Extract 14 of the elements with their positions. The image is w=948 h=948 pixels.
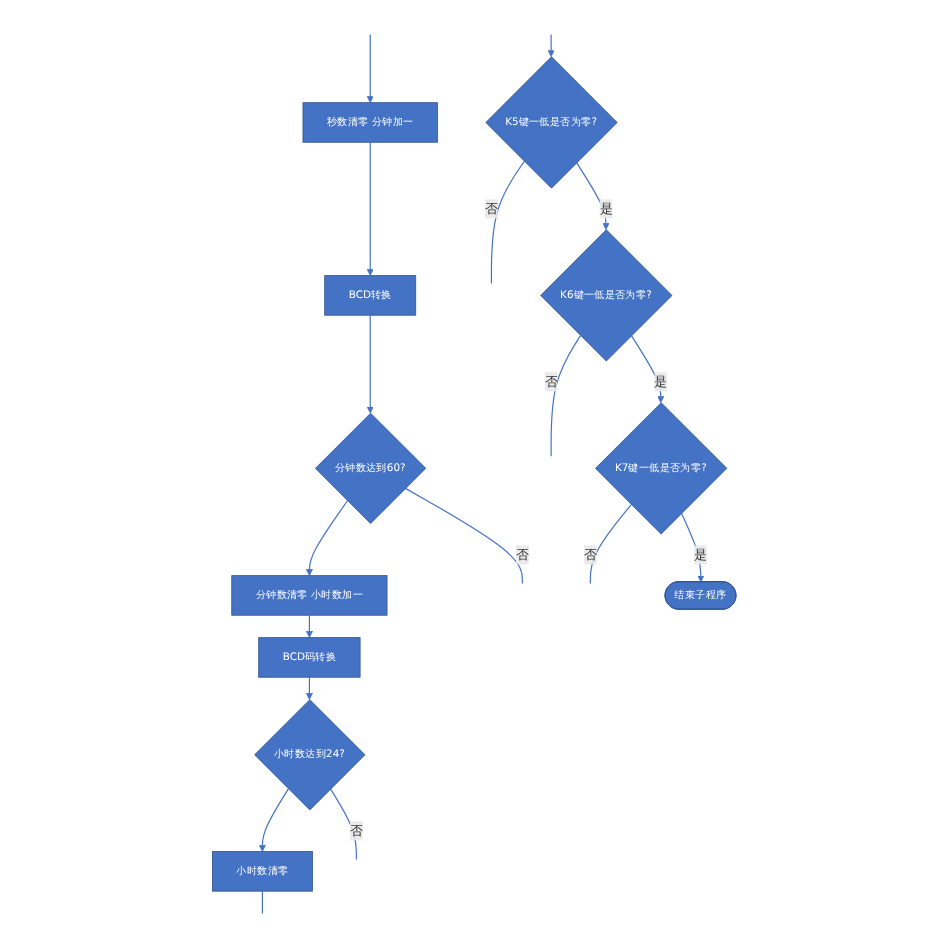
arrow [258, 788, 289, 852]
connector [589, 503, 632, 585]
arrow [547, 33, 555, 58]
arrow [366, 33, 374, 103]
arrow [305, 500, 348, 576]
connector [550, 335, 581, 457]
connector [490, 160, 525, 285]
arrow [366, 314, 374, 414]
arrow [305, 614, 313, 638]
connector [261, 890, 263, 915]
connector [404, 487, 523, 585]
arrow [366, 141, 374, 276]
arrow [575, 162, 610, 231]
arrow [305, 676, 313, 700]
